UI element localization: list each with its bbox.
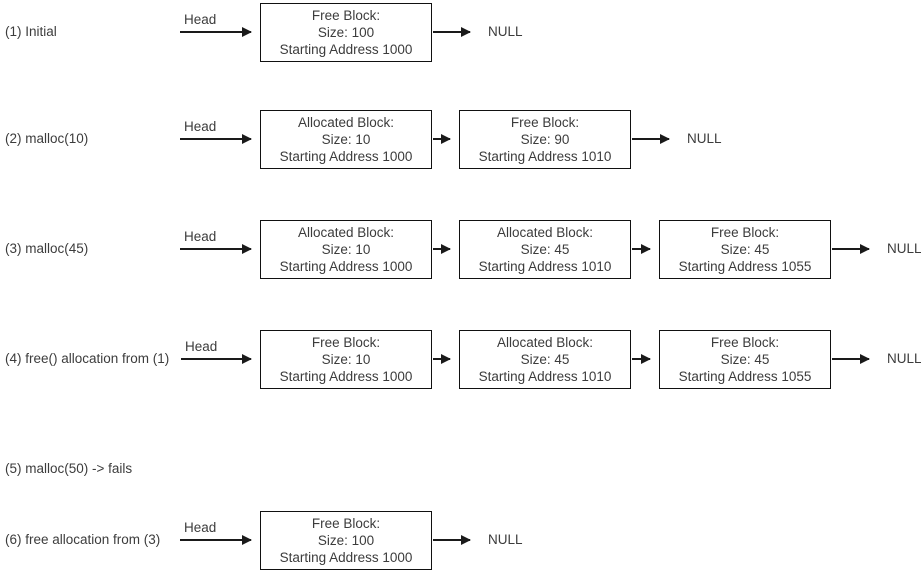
- step-label: (6) free allocation from (3): [5, 531, 161, 547]
- block-connector-arrow: [433, 133, 451, 144]
- step-label: (3) malloc(45): [5, 240, 89, 256]
- memory-block: Free Block: Size: 10 Starting Address 1000: [260, 330, 432, 389]
- step-label: (4) free() allocation from (1): [5, 350, 170, 366]
- block-connector-arrow: [632, 353, 651, 364]
- block-size-text: Size: 10: [321, 352, 371, 367]
- head-label: Head: [184, 519, 217, 535]
- null-label: NULL: [887, 350, 921, 366]
- block-size-text: Size: 100: [317, 25, 375, 40]
- block-kind-text: Free Block:: [510, 115, 580, 130]
- memory-block: Free Block: Size: 45 Starting Address 1055: [659, 330, 831, 389]
- head-pointer-arrow: [180, 534, 252, 545]
- memory-block: Allocated Block: Size: 10 Starting Address…: [260, 220, 432, 279]
- block-address-text: Starting Address 1000: [279, 42, 413, 57]
- block-connector-arrow: [433, 243, 451, 254]
- memory-block: Free Block: Size: 90 Starting Address 1010: [459, 110, 631, 169]
- memory-block: Allocated Block: Size: 10 Starting Address…: [260, 110, 432, 169]
- block-kind-text: Allocated Block:: [297, 115, 395, 130]
- block-address-text: Starting Address 1055: [678, 259, 812, 274]
- null-label: NULL: [887, 240, 921, 256]
- head-pointer-arrow: [180, 133, 252, 144]
- block-address-text: Starting Address 1055: [678, 369, 812, 384]
- block-size-text: Size: 45: [520, 242, 570, 257]
- block-address-text: Starting Address 1000: [279, 369, 413, 384]
- memory-block: Free Block: Size: 45 Starting Address 1055: [659, 220, 831, 279]
- block-kind-text: Free Block:: [710, 225, 780, 240]
- step-label: (5) malloc(50) -> fails: [5, 460, 133, 476]
- head-pointer-arrow: [180, 26, 252, 37]
- memory-block: Allocated Block: Size: 45 Starting Address…: [459, 330, 631, 389]
- block-kind-text: Allocated Block:: [496, 225, 594, 240]
- head-pointer-arrow: [180, 243, 252, 254]
- block-size-text: Size: 45: [520, 352, 570, 367]
- null-pointer-arrow: [632, 133, 670, 144]
- step-label: (1) Initial: [5, 23, 57, 39]
- head-label: Head: [185, 338, 218, 354]
- memory-block: Allocated Block: Size: 45 Starting Address…: [459, 220, 631, 279]
- block-address-text: Starting Address 1000: [279, 550, 413, 565]
- block-kind-text: Free Block:: [311, 335, 381, 350]
- block-kind-text: Free Block:: [710, 335, 780, 350]
- block-address-text: Starting Address 1010: [478, 369, 612, 384]
- block-address-text: Starting Address 1010: [478, 149, 612, 164]
- block-size-text: Size: 45: [720, 242, 770, 257]
- block-kind-text: Free Block:: [311, 8, 381, 23]
- block-kind-text: Free Block:: [311, 516, 381, 531]
- block-size-text: Size: 45: [720, 352, 770, 367]
- head-label: Head: [184, 118, 217, 134]
- head-pointer-arrow: [181, 353, 252, 364]
- null-label: NULL: [488, 531, 523, 547]
- null-label: NULL: [488, 23, 523, 39]
- step-label: (2) malloc(10): [5, 130, 89, 146]
- null-label: NULL: [687, 130, 722, 146]
- block-address-text: Starting Address 1000: [279, 259, 413, 274]
- block-kind-text: Allocated Block:: [297, 225, 395, 240]
- null-pointer-arrow: [433, 534, 471, 545]
- null-pointer-arrow: [832, 353, 870, 364]
- block-connector-arrow: [433, 353, 451, 364]
- block-connector-arrow: [632, 243, 651, 254]
- head-label: Head: [184, 11, 217, 27]
- null-pointer-arrow: [832, 243, 870, 254]
- head-label: Head: [184, 228, 217, 244]
- block-address-text: Starting Address 1000: [279, 149, 413, 164]
- block-size-text: Size: 100: [317, 533, 375, 548]
- block-address-text: Starting Address 1010: [478, 259, 612, 274]
- null-pointer-arrow: [433, 26, 471, 37]
- block-kind-text: Allocated Block:: [496, 335, 594, 350]
- block-size-text: Size: 10: [321, 132, 371, 147]
- block-size-text: Size: 90: [520, 132, 570, 147]
- block-size-text: Size: 10: [321, 242, 371, 257]
